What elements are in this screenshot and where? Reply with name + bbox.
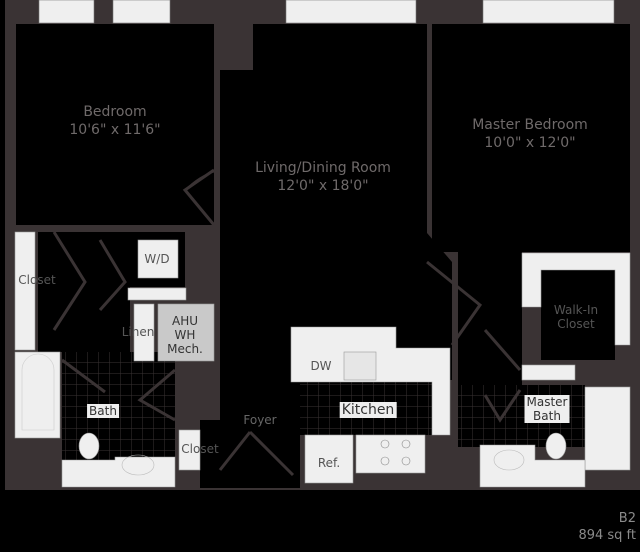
linen-label: Linen	[121, 325, 155, 339]
washer-dryer	[137, 239, 179, 279]
bedroom-floor	[16, 24, 214, 225]
dw-label: DW	[310, 359, 332, 373]
stove	[355, 434, 426, 474]
room-floors	[16, 24, 630, 488]
kitchen-counter	[290, 326, 451, 436]
wd-label: W/D	[144, 252, 170, 266]
unit-area: 894 sq ft	[578, 528, 636, 543]
sink	[343, 351, 377, 381]
unit-name: B2	[618, 511, 636, 526]
bath-label: Bath	[87, 404, 119, 418]
fixtures	[14, 231, 631, 488]
walk-in-floor	[541, 270, 615, 360]
master-toilet	[545, 432, 567, 460]
foyer-floor	[220, 330, 300, 488]
small-closet-label: Closet	[181, 442, 219, 456]
master-vanity	[479, 444, 586, 488]
living-floor	[220, 24, 452, 380]
small-closet	[178, 429, 201, 471]
windows	[38, 0, 615, 24]
bath-vanity	[61, 456, 176, 488]
linen-shelf	[133, 303, 155, 362]
ref-label: Ref.	[317, 456, 341, 470]
kitchen-label: Kitchen	[339, 402, 397, 418]
master-hall-floor	[458, 250, 522, 385]
closet-label: Closet	[18, 273, 56, 287]
walk-in-shelves	[521, 252, 631, 346]
master-bathtub	[584, 386, 631, 471]
toilet	[78, 432, 100, 460]
foyer-label: Foyer	[243, 413, 277, 427]
closet-shelf	[14, 231, 36, 351]
refrigerator	[304, 434, 354, 484]
mech-room	[157, 303, 215, 362]
master-bedroom-floor	[432, 24, 630, 252]
doors	[52, 168, 522, 477]
unit-info: B2 894 sq ft	[578, 510, 636, 544]
